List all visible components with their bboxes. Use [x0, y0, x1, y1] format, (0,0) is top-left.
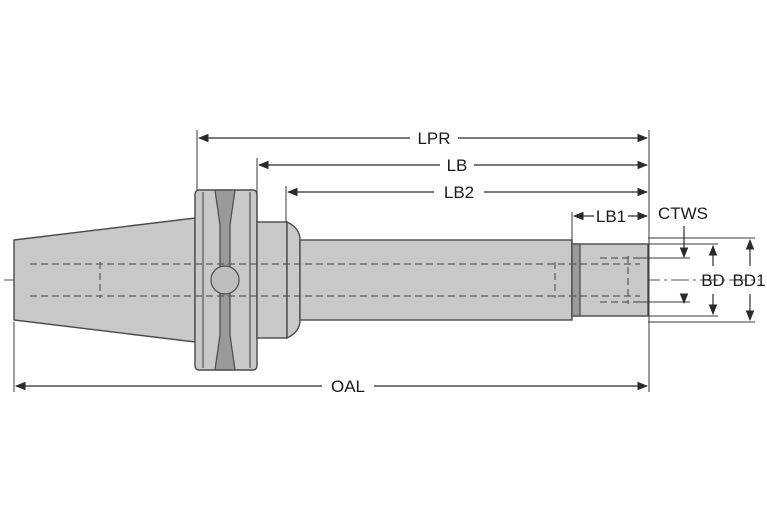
internal-bore-hidden-lines: [30, 256, 640, 304]
collar-fillet: [286, 220, 301, 340]
label-lb2: LB2: [444, 183, 474, 202]
label-lb: LB: [447, 156, 468, 175]
label-lpr: LPR: [417, 129, 450, 148]
bore-end: [571, 243, 649, 317]
collar: [256, 221, 288, 339]
drive-slot: [210, 265, 240, 295]
label-bd: BD: [701, 271, 725, 290]
label-bd1: BD1: [732, 271, 765, 290]
dimension-lb1: LB1: [572, 207, 649, 226]
extension-lines: [13, 130, 755, 392]
dimension-lb: LB: [257, 156, 649, 175]
dimension-lb2: LB2: [286, 183, 649, 202]
taper-shank: [13, 217, 196, 343]
label-lb1: LB1: [596, 207, 626, 226]
dimension-oal: OAL: [14, 377, 649, 396]
main-body: [299, 239, 573, 321]
dimension-ctws: CTWS: [658, 204, 708, 305]
v-flange: [194, 189, 258, 371]
step-shoulder: [571, 243, 581, 317]
dimension-bd1: BD1: [732, 238, 766, 322]
label-oal: OAL: [331, 377, 365, 396]
dimension-bd: BD: [701, 244, 725, 316]
label-ctws: CTWS: [658, 204, 708, 223]
dimension-lpr: LPR: [197, 129, 649, 148]
